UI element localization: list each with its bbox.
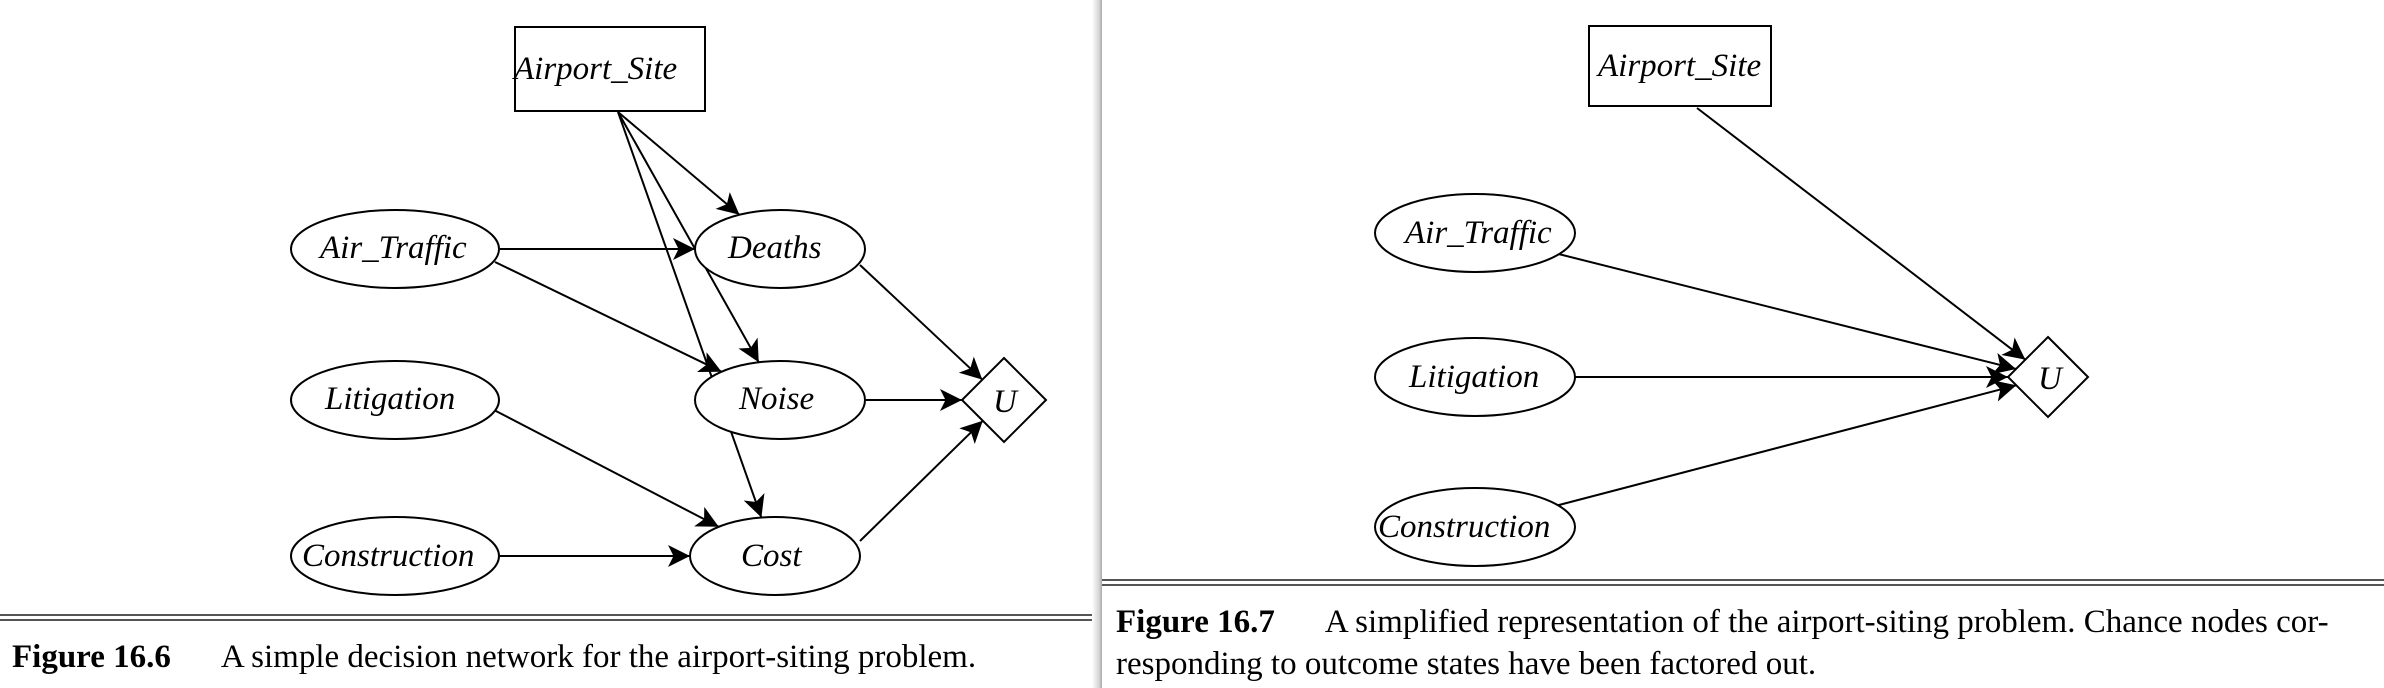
node-litigation: Litigation [290, 360, 500, 440]
node-label: Deaths [727, 230, 822, 266]
decision-node-box [514, 26, 706, 112]
node-litigation: Litigation [1374, 337, 1576, 417]
edge-airport-site-to-u [1696, 107, 2026, 361]
caption-rule [0, 614, 1098, 616]
chance-node-ellipse [290, 516, 500, 596]
node-airport-site: Airport_Site [1588, 25, 1772, 107]
chance-node-ellipse [1374, 487, 1576, 567]
edge-air-traffic-to-u [1558, 253, 2017, 375]
edge-airport-site-to-deaths [617, 111, 741, 216]
chance-node-ellipse [290, 360, 500, 440]
edge-deaths-to-u [859, 264, 984, 381]
node-construction: Construction [1374, 487, 1576, 567]
caption-rule [0, 619, 1098, 621]
node-airport-site: Airport_Site [512, 26, 706, 112]
utility-node-diamond [960, 356, 1048, 444]
node-air-traffic: Air_Traffic [290, 209, 500, 289]
caption-rule [1102, 584, 2384, 586]
edge-air-traffic-to-noise [494, 261, 722, 373]
figure-number: Figure 16.6 [12, 639, 171, 675]
node-noise: Noise [694, 360, 866, 440]
node-label: Cost [741, 538, 802, 574]
node-label: Airport_Site [1596, 48, 1761, 84]
figure-16-6-caption: Figure 16.6 A simple decision network for… [12, 636, 976, 678]
node-cost: Cost [689, 516, 861, 596]
node-label: Airport_Site [512, 51, 677, 87]
caption-rule [1102, 579, 2384, 581]
edge-cost-to-u [859, 420, 984, 542]
chance-node-ellipse [1374, 337, 1576, 417]
node-label: Air_Traffic [1403, 215, 1552, 251]
edge-airport-site-to-cost [617, 111, 765, 518]
chance-node-ellipse [1374, 193, 1576, 273]
chance-node-ellipse [689, 516, 861, 596]
node-label: U [993, 384, 1019, 420]
node-label: Litigation [324, 381, 455, 417]
edge-airport-site-to-noise [617, 111, 760, 363]
node-air-traffic: Air_Traffic [1374, 193, 1576, 273]
chance-node-ellipse [694, 360, 866, 440]
chance-node-ellipse [290, 209, 500, 289]
decision-node-box [1588, 25, 1772, 107]
edge-construction-to-u [1557, 380, 2017, 507]
node-construction: Construction [290, 516, 500, 596]
node-label: U [2038, 361, 2064, 397]
caption-text: A simple decision network for the airpor… [220, 639, 977, 675]
node-u: U [2006, 335, 2090, 419]
node-u: U [960, 356, 1048, 444]
edge-litigation-to-cost [493, 409, 720, 528]
node-deaths: Deaths [694, 209, 866, 289]
figure-16-6-diagram: Airport_SiteAir_TrafficLitigationConstru… [290, 26, 1048, 596]
caption-text: A simplified representation of the airpo… [1116, 604, 2329, 682]
node-label: Air_Traffic [318, 230, 467, 266]
figure-16-7-diagram: Airport_SiteAir_TrafficLitigationConstru… [1374, 25, 2090, 567]
chance-node-ellipse [694, 209, 866, 289]
node-label: Construction [302, 538, 474, 574]
node-label: Litigation [1408, 359, 1539, 395]
utility-node-diamond [2006, 335, 2090, 419]
node-label: Construction [1378, 509, 1550, 545]
figure-number: Figure 16.7 [1116, 604, 1275, 640]
node-label: Noise [738, 381, 814, 417]
